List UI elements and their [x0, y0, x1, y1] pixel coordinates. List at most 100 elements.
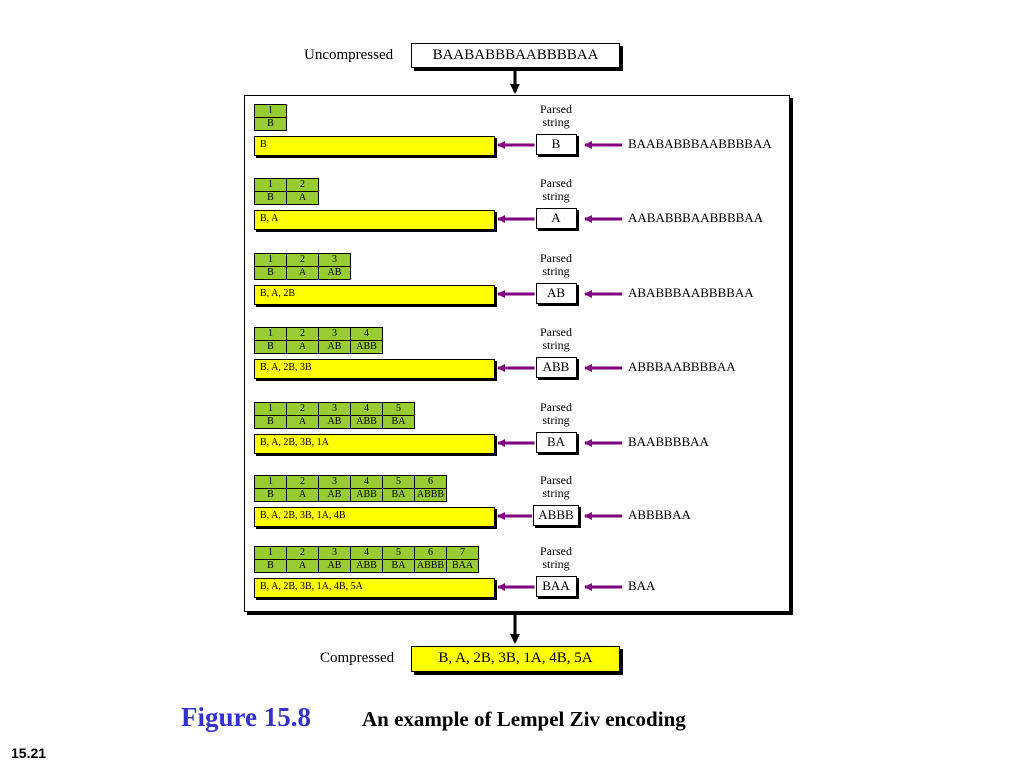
dictionary-entry-row: B: [254, 117, 287, 131]
dictionary-entry-cell: AB: [318, 415, 351, 429]
dictionary-entry-cell: B: [254, 117, 287, 131]
dictionary-entry-cell: AB: [318, 488, 351, 502]
parsed-string-label-line: string: [542, 338, 570, 352]
encoded-output-bar: B, A, 2B, 3B, 1A: [254, 434, 495, 454]
compressed-label: Compressed: [320, 650, 395, 666]
parsed-string-box: BA: [535, 432, 577, 453]
dictionary-index-cell: 1: [254, 402, 287, 416]
dictionary-index-cell: 2: [286, 475, 319, 489]
dictionary-index-cell: 4: [350, 402, 383, 416]
parsed-string-label-line: Parsed: [540, 102, 572, 116]
parsed-string-box: A: [535, 208, 577, 229]
dictionary-index-cell: 1: [254, 475, 287, 489]
encoded-output-bar: B, A: [254, 210, 495, 230]
figure-number: Figure 15.8: [181, 702, 311, 732]
parsed-string-label-line: string: [542, 486, 570, 500]
encoded-output-bar: B, A, 2B, 3B, 1A, 4B: [254, 507, 495, 527]
dictionary-entry-cell: B: [254, 559, 287, 573]
remaining-input-label: AABABBBAABBBBAA: [628, 210, 764, 225]
encoded-output-bar: B, A, 2B, 3B: [254, 359, 495, 379]
dictionary-entry-cell: A: [286, 415, 319, 429]
dictionary-entry-cell: B: [254, 340, 287, 354]
parsed-string-label-line: Parsed: [540, 176, 572, 190]
dictionary-entry-cell: ABBB: [414, 559, 447, 573]
parsed-string-box: BAA: [535, 576, 577, 597]
dictionary-entry-cell: ABB: [350, 340, 383, 354]
dictionary-index-cell: 4: [350, 327, 383, 341]
dictionary-index-cell: 5: [382, 546, 415, 560]
remaining-input-label: BAABBBBAA: [628, 434, 709, 449]
remaining-input-label: ABBBBAA: [628, 507, 691, 522]
dictionary-entry-cell: A: [286, 488, 319, 502]
dictionary-entry-cell: ABB: [350, 415, 383, 429]
dictionary-entry-cell: B: [254, 415, 287, 429]
parsed-string-label-line: string: [542, 189, 570, 203]
uncompressed-string-box: BAABABBBAABBBBAA: [411, 43, 620, 68]
encoded-output-bar: B, A, 2B, 3B, 1A, 4B, 5A: [254, 578, 495, 598]
parsed-string-label-line: string: [542, 264, 570, 278]
dictionary-index-cell: 3: [318, 546, 351, 560]
dictionary-entry-cell: BAA: [446, 559, 479, 573]
dictionary-index-cell: 3: [318, 327, 351, 341]
dictionary-index-cell: 2: [286, 402, 319, 416]
remaining-input-label: BAA: [628, 578, 656, 593]
dictionary-entry-cell: A: [286, 559, 319, 573]
figure-caption: An example of Lempel Ziv encoding: [362, 707, 686, 731]
dictionary-entry-cell: BA: [382, 559, 415, 573]
dictionary-entry-cell: BA: [382, 488, 415, 502]
dictionary-entry-cell: ABBB: [414, 488, 447, 502]
dictionary-index-cell: 6: [414, 546, 447, 560]
parsed-string-label-line: string: [542, 557, 570, 571]
parsed-string-label-line: Parsed: [540, 251, 572, 265]
parsed-string-box: B: [535, 134, 577, 155]
compressed-string-box: B, A, 2B, 3B, 1A, 4B, 5A: [411, 646, 620, 672]
parsed-string-box: AB: [535, 283, 577, 304]
encoded-output-bar: B, A, 2B: [254, 285, 495, 305]
dictionary-entry-cell: AB: [318, 266, 351, 280]
dictionary-entry-cell: B: [254, 266, 287, 280]
parsed-string-box: ABBB: [533, 505, 579, 526]
remaining-input-label: BAABABBBAABBBBAA: [628, 136, 772, 151]
parsed-string-label-line: Parsed: [540, 400, 572, 414]
dictionary-index-cell: 6: [414, 475, 447, 489]
dictionary-entry-cell: ABB: [350, 488, 383, 502]
dictionary-index-cell: 4: [350, 546, 383, 560]
remaining-input-label: ABBBAABBBBAA: [628, 359, 736, 374]
slide-number: 15.21: [11, 745, 47, 761]
parsed-string-label-line: Parsed: [540, 473, 572, 487]
uncompressed-label: Uncompressed: [304, 47, 394, 63]
encoded-output-bar: B: [254, 136, 495, 156]
parsed-string-label-line: Parsed: [540, 544, 572, 558]
parsed-string-label-line: Parsed: [540, 325, 572, 339]
dictionary-entry-cell: AB: [318, 559, 351, 573]
dictionary-index-row: 1: [254, 104, 287, 118]
dictionary-index-cell: 1: [254, 104, 287, 118]
dictionary-entry-cell: B: [254, 191, 287, 205]
dictionary-index-cell: 5: [382, 402, 415, 416]
dictionary-index-cell: 3: [318, 475, 351, 489]
dictionary-entry-cell: B: [254, 488, 287, 502]
